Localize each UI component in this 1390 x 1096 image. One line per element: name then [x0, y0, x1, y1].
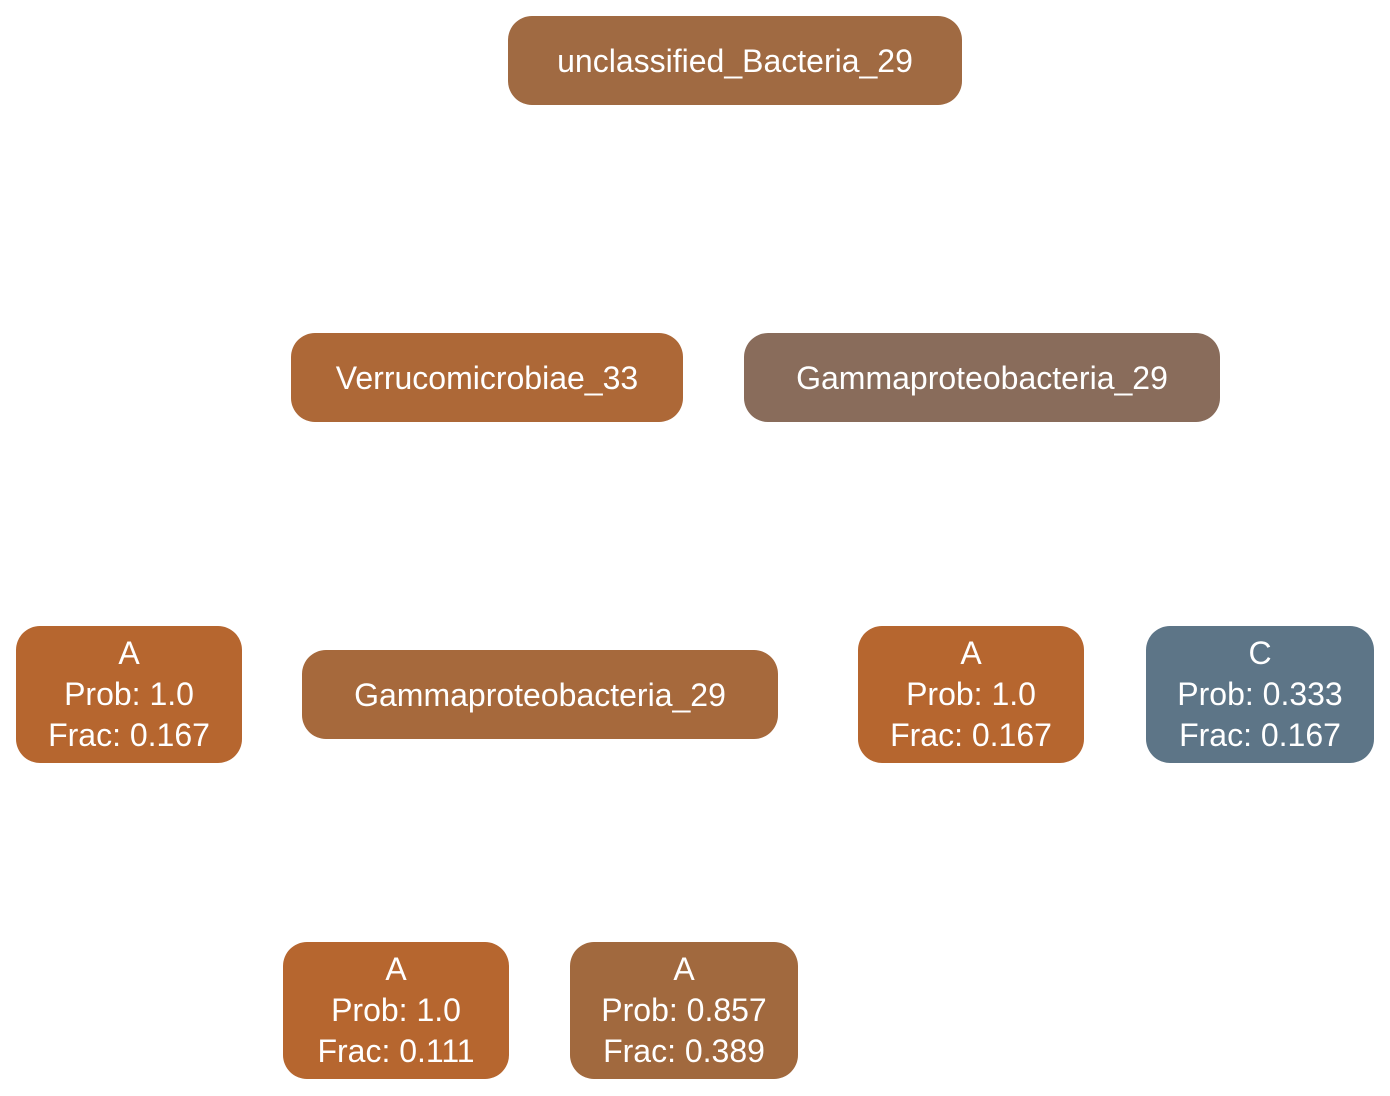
leaf-node-a-2-prob: Prob: 1.0 — [906, 676, 1036, 712]
leaf-node-a-3-class: A — [385, 951, 407, 987]
verrucomicrobiae-node: Verrucomicrobiae_33 — [291, 333, 683, 422]
leaf-node-a-3: A Prob: 1.0 Frac: 0.111 — [283, 942, 509, 1079]
leaf-node-a-4-frac: Frac: 0.389 — [603, 1033, 765, 1069]
root-node-label: unclassified_Bacteria_29 — [557, 42, 913, 79]
leaf-node-a-3-prob: Prob: 1.0 — [331, 992, 461, 1028]
leaf-node-a-1-prob: Prob: 1.0 — [64, 676, 194, 712]
leaf-node-a-4: A Prob: 0.857 Frac: 0.389 — [570, 942, 798, 1079]
verrucomicrobiae-node-label: Verrucomicrobiae_33 — [335, 359, 639, 396]
leaf-node-a-4-class: A — [673, 951, 695, 987]
root-node: unclassified_Bacteria_29 — [508, 16, 962, 105]
leaf-node-a-2: A Prob: 1.0 Frac: 0.167 — [858, 626, 1084, 763]
leaf-node-a-2-frac: Frac: 0.167 — [890, 717, 1052, 753]
leaf-node-a-3-frac: Frac: 0.111 — [317, 1033, 475, 1069]
leaf-node-a-4-prob: Prob: 0.857 — [601, 992, 767, 1028]
gammaproteobacteria-top-node: Gammaproteobacteria_29 — [744, 333, 1220, 422]
gammaproteobacteria-top-node-label: Gammaproteobacteria_29 — [796, 359, 1168, 396]
gammaproteobacteria-mid-node-label: Gammaproteobacteria_29 — [354, 676, 726, 713]
leaf-node-c: C Prob: 0.333 Frac: 0.167 — [1146, 626, 1374, 763]
leaf-node-c-prob: Prob: 0.333 — [1177, 676, 1343, 712]
leaf-node-a-1-class: A — [118, 635, 140, 671]
leaf-node-a-1: A Prob: 1.0 Frac: 0.167 — [16, 626, 242, 763]
gammaproteobacteria-mid-node: Gammaproteobacteria_29 — [302, 650, 778, 739]
leaf-node-c-frac: Frac: 0.167 — [1179, 717, 1341, 753]
leaf-node-c-class: C — [1248, 635, 1272, 671]
leaf-node-a-1-frac: Frac: 0.167 — [48, 717, 210, 753]
leaf-node-a-2-class: A — [960, 635, 982, 671]
